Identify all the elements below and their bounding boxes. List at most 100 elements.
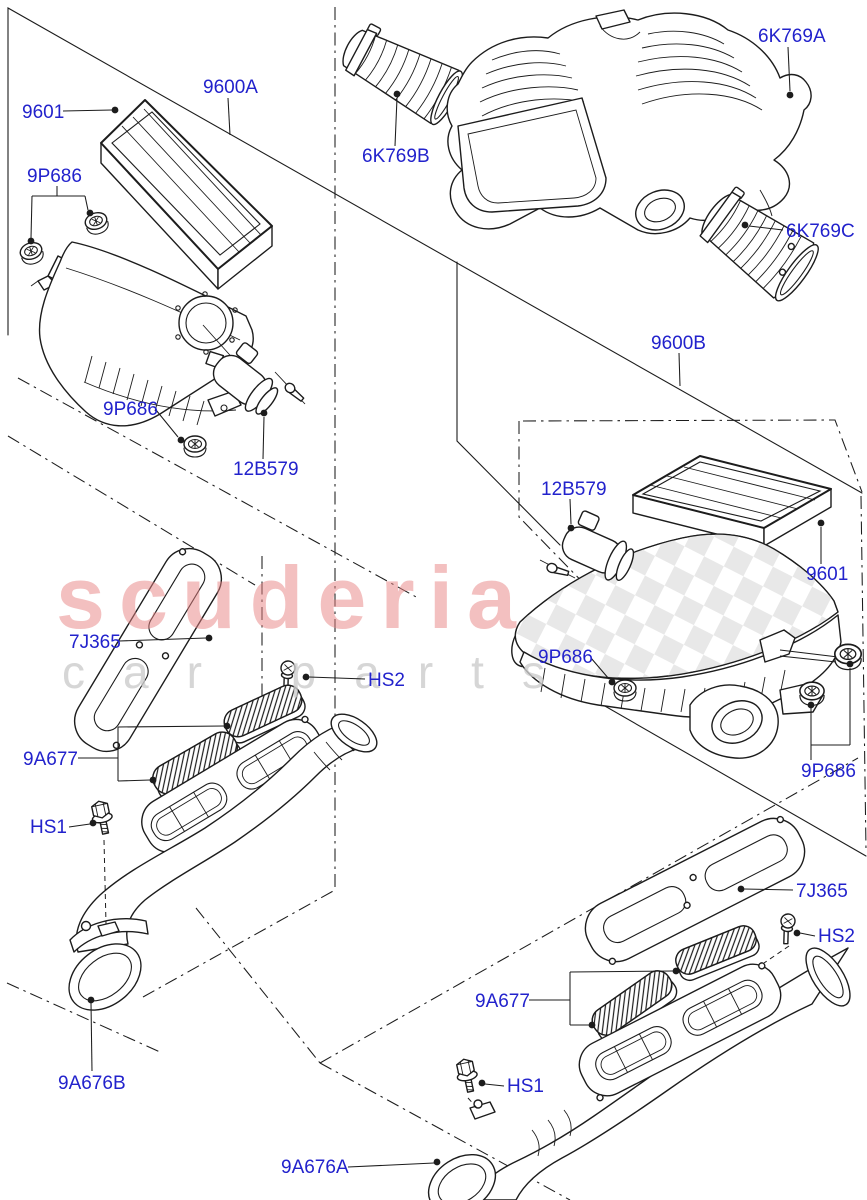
label-9601-right-dot xyxy=(817,519,825,527)
label-12B579-left[interactable]: 12B579 xyxy=(233,459,299,480)
label-9A677-left-dot xyxy=(223,722,231,730)
label-9P686-mid-right[interactable]: 9P686 xyxy=(538,647,593,668)
intake-foam-right-1 xyxy=(675,925,760,982)
screw-hs2-right xyxy=(777,912,797,946)
label-6K769B-leader xyxy=(394,97,398,147)
label-9P686-top-left-leader xyxy=(84,195,89,211)
intake-cover-plate-left xyxy=(73,547,223,753)
main-duct-6K769A xyxy=(446,9,812,235)
label-HS1-left[interactable]: HS1 xyxy=(30,817,67,838)
sensor-screw-left xyxy=(274,371,306,405)
label-9600B-leader xyxy=(678,352,681,387)
intake-cover-plate-right xyxy=(584,815,806,965)
bolt-hs1-right xyxy=(453,1056,482,1095)
label-9601-right[interactable]: 9601 xyxy=(806,564,848,585)
label-12B579-right-leader xyxy=(569,498,572,525)
flex-hose-6K769B xyxy=(342,23,464,126)
label-9600A[interactable]: 9600A xyxy=(203,77,258,98)
label-9600B[interactable]: 9600B xyxy=(651,333,706,354)
label-7J365-left-dot xyxy=(205,634,213,642)
part-number-callouts: 9601 9600A 9P686 9P686 12B579 6K769B 6K769A 6K7… xyxy=(22,26,856,1178)
label-HS2-right-dot xyxy=(793,929,801,937)
label-6K769A-leader xyxy=(787,46,791,92)
label-6K769B[interactable]: 6K769B xyxy=(362,146,430,167)
label-7J365-left-leader xyxy=(118,637,207,642)
label-9P686-far-right[interactable]: 9P686 xyxy=(801,761,856,782)
watermark-line1: scuderia xyxy=(56,548,530,647)
air-intake-group-left xyxy=(68,547,378,1011)
label-9P686-top-left[interactable]: 9P686 xyxy=(27,166,82,187)
label-HS2-left-dot xyxy=(302,673,310,681)
label-9A676B[interactable]: 9A676B xyxy=(58,1073,126,1094)
label-9P686-top-left-dot xyxy=(86,209,94,217)
air-cleaner-housing-left xyxy=(38,241,254,427)
label-6K769C[interactable]: 6K769C xyxy=(786,221,855,242)
label-9A676A-leader xyxy=(347,1162,435,1168)
label-9P686-far-right-dot xyxy=(846,660,854,668)
label-9A677-right-dot xyxy=(672,967,680,975)
label-9601-left-leader xyxy=(62,109,113,112)
label-12B579-right[interactable]: 12B579 xyxy=(541,479,607,500)
intake-foam-left-1 xyxy=(223,684,306,744)
label-HS1-left-dot xyxy=(89,819,97,827)
label-HS1-left-leader xyxy=(68,823,91,828)
label-9P686-top-left-dot xyxy=(27,237,35,245)
intake-tray-right xyxy=(578,962,782,1102)
intake-duct-9A676B xyxy=(68,713,378,1011)
label-9A677-left-leader xyxy=(117,779,151,782)
label-7J365-right-dot xyxy=(737,885,745,893)
label-9P686-mid-left[interactable]: 9P686 xyxy=(103,399,158,420)
air-cleaner-assembly-left xyxy=(17,99,306,458)
label-7J365-right-leader xyxy=(743,888,794,891)
label-9P686-mid-right-leader xyxy=(590,657,610,680)
label-9A676B-dot xyxy=(87,996,95,1004)
label-9601-left-dot xyxy=(111,106,119,114)
label-9P686-top-left-leader xyxy=(30,195,33,239)
label-9A676A[interactable]: 9A676A xyxy=(281,1157,349,1178)
label-9A677-right[interactable]: 9A677 xyxy=(475,991,530,1012)
label-HS1-right[interactable]: HS1 xyxy=(507,1076,544,1097)
air-cleaner-assembly-right xyxy=(511,455,863,759)
maf-sensor-left xyxy=(205,342,279,415)
intake-foam-right-2 xyxy=(591,970,678,1043)
label-12B579-left-dot xyxy=(260,409,268,417)
label-HS2-left-leader xyxy=(308,676,366,680)
label-HS1-right-leader xyxy=(484,1083,505,1087)
label-9A677-left-leader xyxy=(117,725,225,728)
label-6K769C-dot xyxy=(741,221,749,229)
label-6K769C-leader xyxy=(748,225,784,231)
label-9P686-mid-left-leader xyxy=(155,409,179,438)
label-9P686-far-right-dot xyxy=(807,701,815,709)
label-HS1-right-dot xyxy=(478,1079,486,1087)
bolt-hs1-left xyxy=(88,798,117,837)
label-9A676B-leader xyxy=(90,1002,93,1072)
label-9A676A-dot xyxy=(433,1158,441,1166)
air-filter-element-left xyxy=(100,99,273,290)
label-9A677-left[interactable]: 9A677 xyxy=(23,749,78,770)
air-cleaner-housing-right xyxy=(511,533,842,759)
maf-sensor-right xyxy=(561,510,635,582)
label-9P686-mid-right-dot xyxy=(608,678,616,686)
air-filter-element-right xyxy=(632,455,832,547)
label-HS2-right[interactable]: HS2 xyxy=(818,926,855,947)
label-6K769A-dot xyxy=(786,91,794,99)
intake-duct-assembly-top xyxy=(342,9,819,302)
air-intake-group-right xyxy=(427,815,851,1200)
label-12B579-right-dot xyxy=(567,524,575,532)
label-HS2-right-leader xyxy=(799,932,816,937)
label-9P686-mid-left-dot xyxy=(177,436,185,444)
label-7J365-left[interactable]: 7J365 xyxy=(69,632,121,653)
watermark: scuderia car parts xyxy=(56,548,583,698)
label-7J365-right[interactable]: 7J365 xyxy=(796,881,848,902)
label-9601-left[interactable]: 9601 xyxy=(22,102,64,123)
label-9A677-right-leader xyxy=(569,970,674,973)
label-6K769B-dot xyxy=(393,90,401,98)
sensor-screw-right xyxy=(539,559,576,579)
label-9600A-leader xyxy=(227,97,231,136)
label-6K769A[interactable]: 6K769A xyxy=(758,26,826,47)
label-HS2-left[interactable]: HS2 xyxy=(368,670,405,691)
label-9A677-left-dot xyxy=(149,776,157,784)
watermark-line2: car parts xyxy=(62,646,583,698)
